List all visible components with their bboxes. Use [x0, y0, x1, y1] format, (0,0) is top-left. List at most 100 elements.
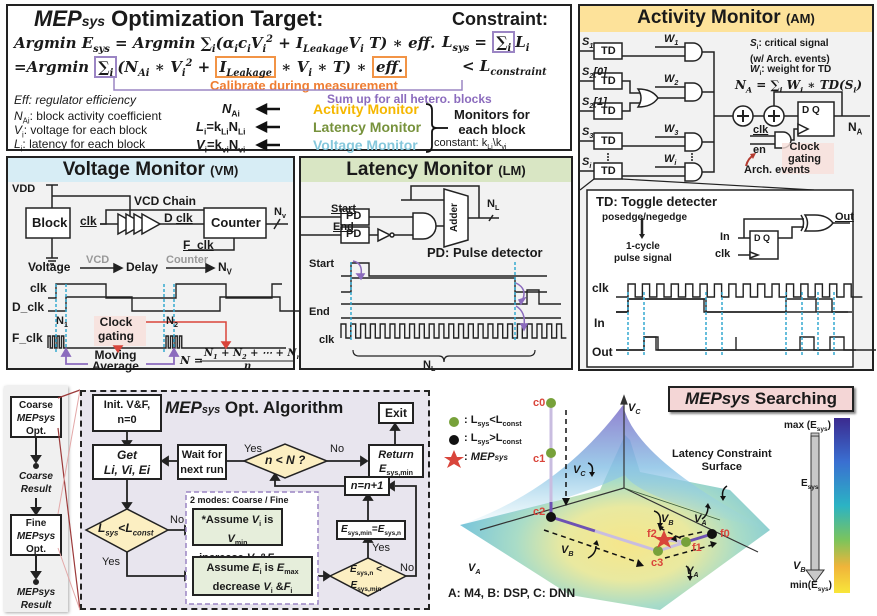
arrow-va-2: VA: [686, 565, 699, 580]
d-clk-label: D clk: [164, 211, 193, 225]
avg-formula-num: N1 + N2 + ⋯ + Nn: [204, 348, 301, 361]
dq-label: D Q: [802, 105, 820, 116]
flow-delay: Delay: [126, 260, 159, 274]
voltage-monitor-circuit: [25, 184, 326, 365]
legend-green-text: : Lsys<Lconst: [464, 414, 522, 429]
nai-label: NAi: [222, 101, 240, 119]
clk-in-label: clk: [80, 214, 97, 228]
def-vi: Vi: voltage for each block: [14, 123, 148, 140]
voltage-monitor-header: Voltage Monitor (VM): [8, 158, 293, 182]
optimization-target-panel: MEPsys Optimization Target: Argmin Esys …: [6, 4, 572, 155]
annotation-lines: [113, 78, 463, 153]
am-formula: NA = ∑i Wi ∗ TD(Si): [735, 78, 863, 95]
block-label: Block: [32, 215, 68, 230]
modes-label: 2 modes: Coarse / Fine: [190, 495, 289, 505]
eff-box: eff.: [371, 56, 408, 78]
legend-black-text: : Lsys>Lconst: [464, 432, 522, 447]
sum-box: ∑i: [94, 56, 118, 79]
yes-label-3: Yes: [372, 542, 390, 554]
legend-black-dot: [449, 435, 459, 445]
li-label: Li=kLiNLi: [196, 119, 246, 137]
end-input-label: End: [333, 221, 354, 233]
label-c2: c2: [533, 506, 546, 518]
weight-wi: Wi: [664, 153, 677, 168]
td-box-3: TD: [601, 105, 616, 117]
point-f1: [681, 537, 691, 547]
arch-events-label: Arch. events: [744, 164, 811, 176]
esys-assign-box: Esys,min=Esys,n: [336, 520, 406, 540]
constraint-bound: < Lconstraint: [462, 57, 547, 78]
label-f2: f2: [647, 528, 657, 540]
init-box: Init. V&F,n=0: [92, 394, 162, 432]
pd-box-1: PD: [346, 210, 362, 222]
point-f2-star: [654, 530, 674, 548]
point-c1: [546, 448, 556, 458]
avg-formula-den: n: [244, 361, 252, 372]
activity-monitor-panel: Activity Monitor (AM): [578, 4, 876, 371]
td-clk-label: clk: [715, 248, 731, 260]
activity-monitor-header: Activity Monitor (AM): [580, 6, 872, 32]
latency-monitor-header: Latency Monitor (LM): [301, 158, 571, 182]
energy-colorbar: [834, 418, 850, 593]
flow-voltage: Voltage: [28, 260, 71, 274]
searching-panel: MEPsys Searching : Lsys<Lconst : Lsys>Lc…: [440, 380, 877, 616]
clk-label: clk: [753, 124, 769, 136]
arrow-va-1: VA: [694, 513, 707, 528]
label-f1: f1: [692, 542, 702, 554]
compare-label: Esys,n <Esys,min: [350, 564, 382, 593]
optimization-title: MEPsys Optimization Target:: [34, 6, 324, 31]
assume-v-box: *Assume Vi is Vminincrease Vi &Fi: [192, 508, 283, 567]
legend-red-star: [444, 450, 464, 468]
label-c3: c3: [651, 557, 664, 569]
f-clk-label: F_clk: [183, 238, 214, 252]
legend-wi: Wi: weight for TD: [750, 64, 832, 77]
flow-nv: NV: [218, 260, 232, 277]
objective-equation-2: =Argmin ∑i(NAi ∗ Vi2 + ILeakage ∗ Vi ∗ T…: [14, 56, 408, 79]
no-label-2: No: [170, 514, 185, 526]
leakage-box: ILeakage: [215, 56, 276, 79]
td-title: TD: Toggle detecter: [596, 194, 718, 209]
input-s2-1: S2[1]: [582, 96, 607, 111]
vdd-label: VDD: [12, 183, 36, 195]
pd-box-2: PD: [346, 228, 362, 240]
sum-note: Sum up for all hetero. blocks: [327, 92, 492, 106]
na-output: NA: [848, 120, 863, 137]
vcd-chain-label: VCD Chain: [134, 194, 197, 208]
legend-green-dot: [449, 417, 459, 427]
arrow-vb-1: VB: [561, 544, 574, 559]
wave-label-clk: clk: [319, 334, 335, 346]
point-c3: [653, 546, 663, 556]
yes-label-1: Yes: [244, 443, 262, 455]
title-box: MEPsys Searching: [668, 386, 854, 412]
input-s2-0: S2[0]: [582, 66, 607, 81]
activity-monitor-label: Activity Monitor: [313, 101, 419, 117]
wave-label-d-clk: D_clk: [12, 300, 45, 314]
voltage-monitor-panel: Voltage Monitor (VM): [6, 156, 326, 373]
arrow-vb-2: VB: [661, 513, 674, 528]
pd-note: PD: Pulse detector: [427, 245, 543, 260]
legend-star-text: : MEPsys: [464, 451, 508, 463]
td-in-label: In: [720, 231, 730, 243]
weight-w1: W1: [664, 33, 679, 48]
surface-peak: [460, 405, 770, 530]
colorbar-esys: Esys: [801, 478, 819, 491]
wave-label-end: End: [309, 306, 330, 318]
input-si: Si: [582, 156, 592, 171]
voltage-monitor-label: Voltage Monitor: [313, 137, 418, 153]
nl-output: NL: [487, 198, 500, 213]
no-label-1: No: [330, 443, 345, 455]
latency-monitor-label: Latency Monitor: [313, 119, 422, 135]
algorithm-title: MEPsys Opt. Algorithm: [165, 398, 344, 417]
n-lt-N-label: n < N ?: [265, 453, 306, 467]
wave-label-out: Out: [592, 345, 613, 359]
